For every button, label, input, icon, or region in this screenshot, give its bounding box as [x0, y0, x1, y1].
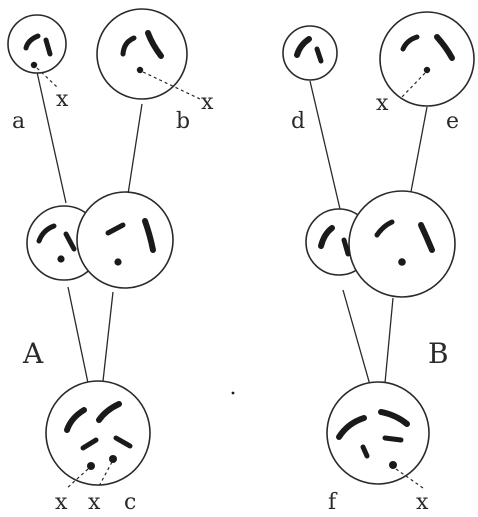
cell-pair-b — [306, 191, 455, 297]
cell-c — [46, 381, 150, 489]
x-chromosome — [109, 455, 117, 463]
x-chromosome — [398, 258, 406, 266]
chromosome — [385, 438, 401, 440]
label-d: d — [291, 109, 305, 134]
label-x-e: x — [376, 91, 389, 116]
panel-label-b: B — [428, 337, 449, 370]
cell-pair-a — [27, 192, 173, 288]
label-x-f: x — [416, 490, 429, 515]
label-x-a: x — [56, 87, 69, 112]
x-chromosome — [137, 67, 143, 73]
speck — [232, 392, 235, 395]
label-f: f — [328, 490, 338, 515]
x-chromosome — [114, 258, 121, 265]
label-x-b: x — [201, 90, 214, 115]
cell-a — [8, 15, 66, 87]
x-chromosome — [424, 67, 430, 73]
label-x-c-right: x — [88, 490, 101, 515]
cell-e — [380, 12, 474, 106]
label-x-c-left: x — [55, 490, 68, 515]
x-chromosome — [87, 462, 95, 470]
cell-b — [97, 9, 200, 99]
cell-d — [283, 26, 337, 80]
label-e: e — [446, 109, 459, 134]
panel-label-a: A — [22, 337, 44, 370]
x-chromosome — [31, 62, 37, 68]
x-chromosome — [57, 255, 64, 262]
x-chromosome — [389, 461, 397, 469]
label-a: a — [12, 109, 25, 134]
cell-f — [327, 382, 429, 488]
label-c: c — [124, 490, 136, 515]
label-b: b — [176, 109, 190, 134]
